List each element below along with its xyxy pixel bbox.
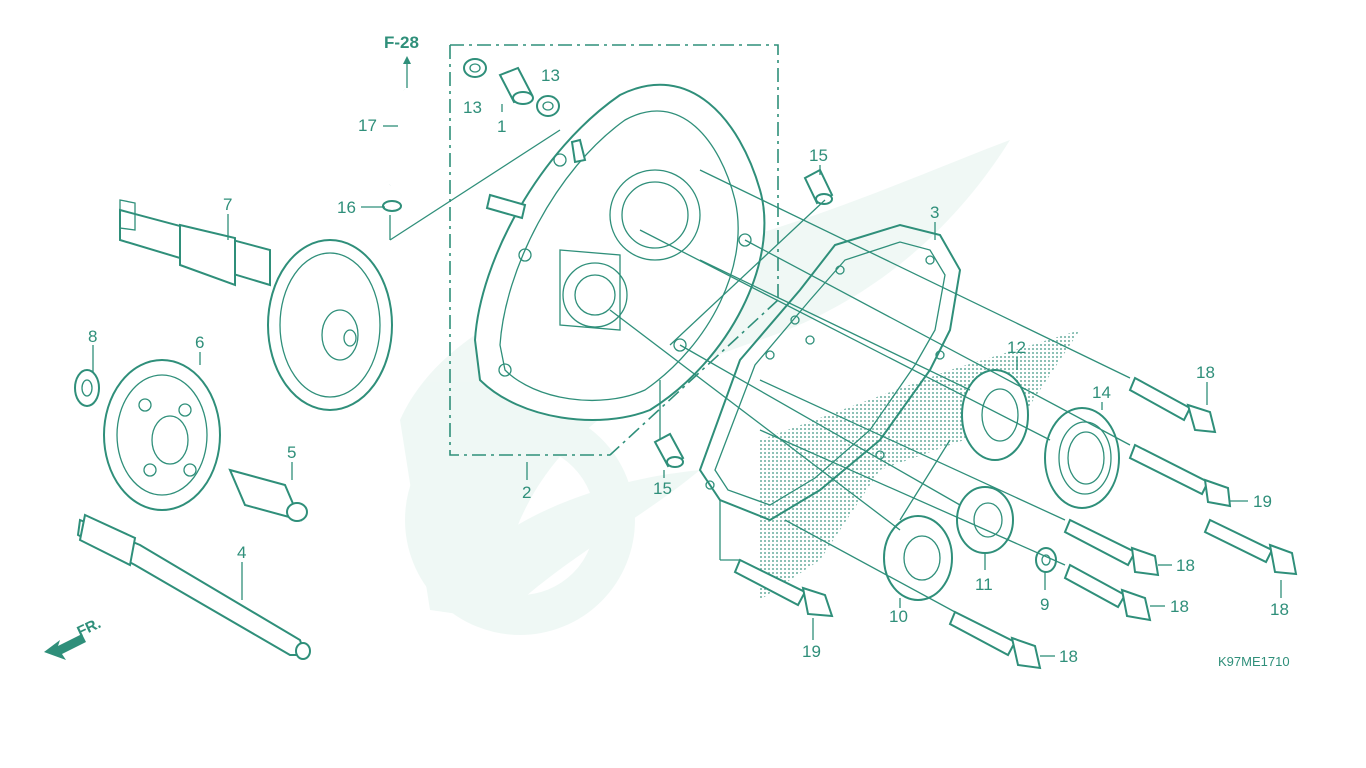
final-gear — [103, 359, 221, 511]
callout-2: 2 — [522, 483, 531, 502]
final-shaft — [76, 513, 311, 660]
front-direction-arrow: FR. — [44, 615, 104, 660]
transmission-cover — [473, 83, 766, 421]
callout-14: 14 — [1092, 383, 1111, 402]
callout-12: 12 — [1007, 338, 1026, 357]
callout-15-lower: 15 — [653, 479, 672, 498]
callout-13-right: 13 — [541, 66, 560, 85]
callout-3: 3 — [930, 203, 939, 222]
tube-clip — [382, 200, 402, 212]
watermark-logo — [400, 140, 1010, 635]
callout-18-farright: 18 — [1270, 600, 1289, 619]
callout-19-lower: 19 — [802, 642, 821, 661]
bearing-12 — [961, 369, 1029, 461]
breather-tube — [388, 56, 411, 186]
callout-5: 5 — [287, 443, 296, 462]
bearing-11 — [956, 486, 1014, 554]
callout-16: 16 — [337, 198, 356, 217]
thrust-washer — [74, 369, 100, 407]
callout-6: 6 — [195, 333, 204, 352]
callout-18-bottom: 18 — [1059, 647, 1078, 666]
countershaft-gear — [119, 199, 393, 411]
bearing-10 — [883, 515, 953, 601]
front-direction-label: FR. — [75, 615, 104, 641]
callout-17: 17 — [358, 116, 377, 135]
bolt-19-right — [1128, 443, 1232, 508]
callout-15-upper: 15 — [809, 146, 828, 165]
callout-10: 10 — [889, 607, 908, 626]
assembly-group-outline — [449, 44, 779, 456]
drawing-code: K97ME1710 — [1218, 654, 1290, 669]
callout-9: 9 — [1040, 595, 1049, 614]
assembly-lines — [389, 129, 1131, 613]
drive-pinion — [228, 468, 308, 522]
dowel-pin-upper — [803, 168, 834, 205]
bolt-18-farright — [1203, 518, 1298, 576]
callout-1: 1 — [497, 117, 506, 136]
collar — [498, 66, 534, 105]
callout-13-left: 13 — [463, 98, 482, 117]
oil-seal-13-left — [463, 58, 487, 78]
oil-seal-14 — [1044, 407, 1120, 509]
section-reference-label: F-28 — [384, 33, 419, 52]
bolt-18-lower — [1063, 563, 1152, 622]
gasket — [698, 223, 962, 522]
callout-19-right: 19 — [1253, 492, 1272, 511]
callout-11: 11 — [975, 575, 993, 594]
callout-4: 4 — [237, 543, 246, 562]
bolt-19-lower — [733, 558, 834, 618]
callout-7: 7 — [223, 195, 232, 214]
bolt-18-upper — [1128, 376, 1217, 434]
dowel-pin-lower — [653, 432, 685, 468]
callout-18-lower: 18 — [1170, 597, 1189, 616]
oil-seal-13-right — [536, 95, 560, 117]
callout-18-upper: 18 — [1196, 363, 1215, 382]
bolt-18-mid — [1063, 518, 1160, 577]
callout-18-mid: 18 — [1176, 556, 1195, 575]
callout-leaders — [92, 104, 1282, 657]
bolt-18-bottom — [948, 610, 1042, 670]
callout-8: 8 — [88, 327, 97, 346]
